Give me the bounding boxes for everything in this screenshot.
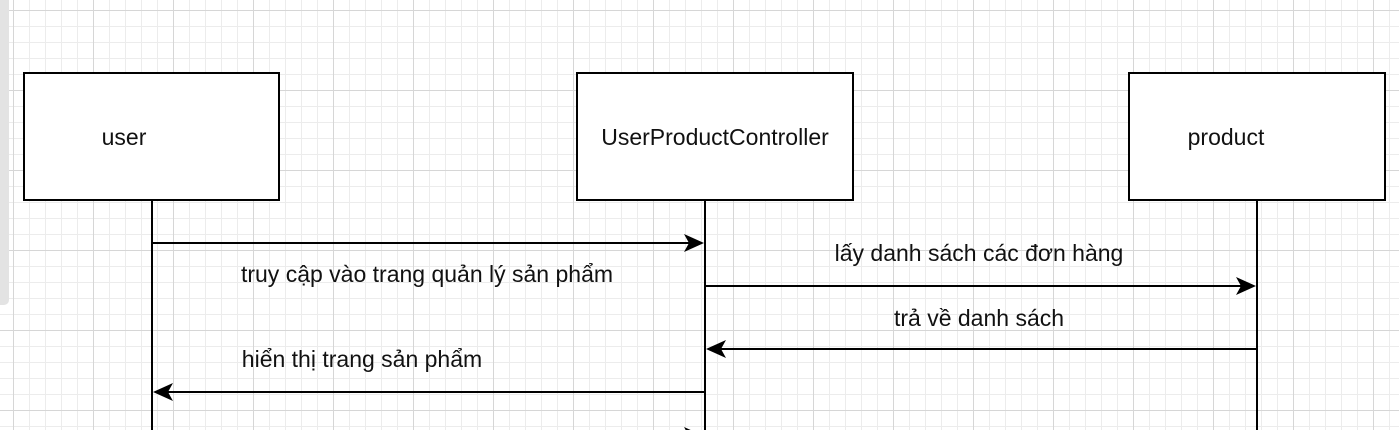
participant-user[interactable]: user bbox=[23, 72, 280, 201]
message-partial[interactable] bbox=[152, 427, 704, 430]
participant-product[interactable]: product bbox=[1128, 72, 1386, 201]
participant-user-label: user bbox=[102, 124, 147, 150]
canvas-scrollbar[interactable] bbox=[0, 0, 9, 305]
message-show-product-page[interactable]: hiển thị trang sản phẩm bbox=[153, 346, 705, 401]
arrowhead-left-icon bbox=[153, 383, 173, 401]
message-get-order-list-label: lấy danh sách các đơn hàng bbox=[835, 240, 1124, 266]
participant-controller-label: UserProductController bbox=[601, 124, 829, 150]
arrowhead-right-icon bbox=[1236, 277, 1256, 295]
arrowhead-right-icon bbox=[684, 234, 704, 252]
message-show-product-page-label: hiển thị trang sản phẩm bbox=[242, 346, 482, 372]
message-access-admin-page-label: truy cập vào trang quản lý sản phẩm bbox=[241, 261, 613, 287]
message-get-order-list[interactable]: lấy danh sách các đơn hàng bbox=[705, 240, 1256, 295]
message-access-admin-page[interactable]: truy cập vào trang quản lý sản phẩm bbox=[152, 234, 704, 287]
arrowhead-left-icon bbox=[706, 340, 726, 358]
arrowhead-right-icon bbox=[684, 427, 691, 430]
participant-controller[interactable]: UserProductController bbox=[576, 72, 854, 201]
participant-product-label: product bbox=[1188, 124, 1265, 150]
message-return-list-label: trả về danh sách bbox=[894, 305, 1064, 331]
message-return-list[interactable]: trả về danh sách bbox=[706, 305, 1257, 358]
